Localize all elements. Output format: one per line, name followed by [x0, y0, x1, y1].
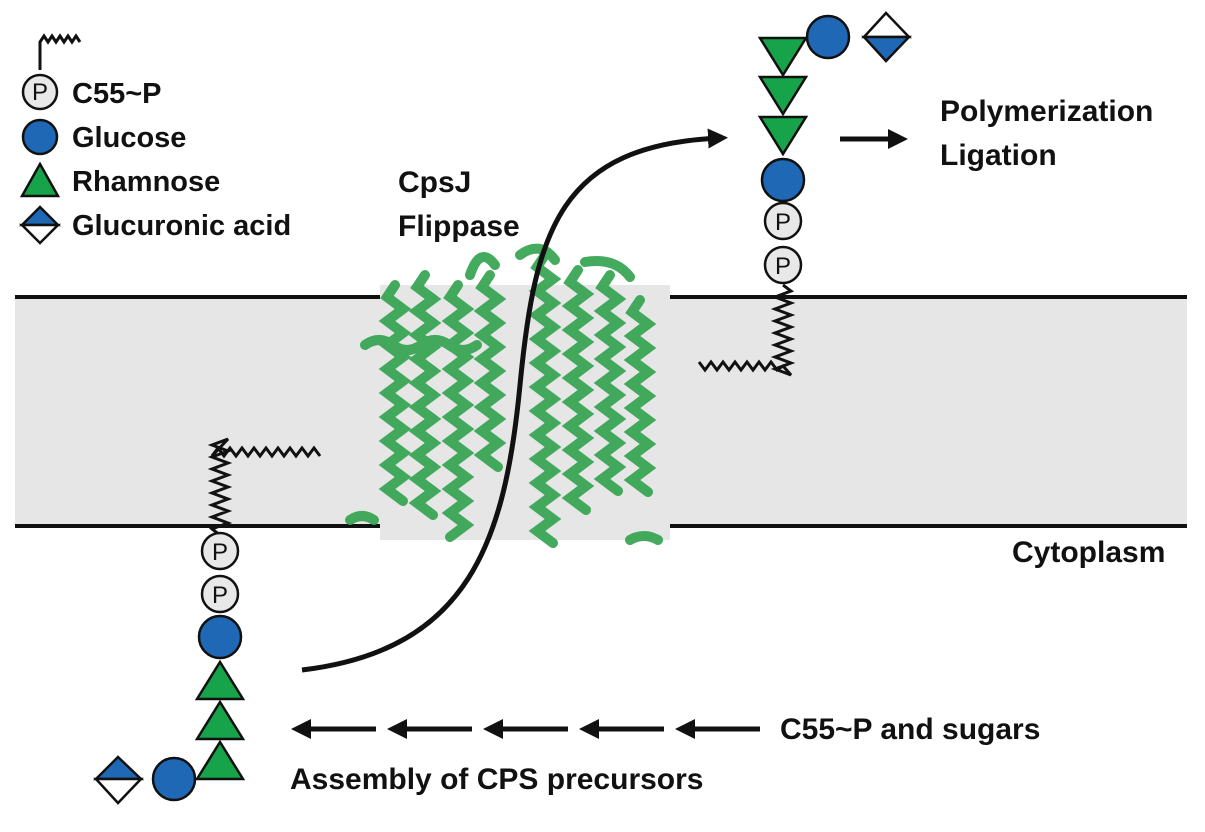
- outer-chain: P P: [697, 11, 912, 377]
- legend-symbols: P: [18, 33, 82, 245]
- legend-label-rhamnose: Rhamnose: [72, 166, 221, 198]
- outer-rhamnose-1: [757, 115, 809, 157]
- legend-label-glucuronic-acid: Glucuronic acid: [72, 210, 292, 242]
- inner-phosphate-1-letter: P: [212, 539, 228, 566]
- inner-lipid-tail: [207, 437, 322, 537]
- outer-phosphate-1: [763, 201, 803, 241]
- phosphate-icon: [21, 73, 59, 111]
- outer-phosphate-2: [763, 245, 803, 285]
- outer-glucose-branch: [805, 14, 851, 60]
- glucose-icon: [21, 118, 59, 156]
- flip-arrow: [301, 128, 728, 673]
- outer-glucuronic-acid: [861, 11, 912, 63]
- inner-phosphate-2-letter: P: [212, 582, 228, 609]
- polymerization-label: Polymerization: [940, 95, 1154, 128]
- source-label: C55~P and sugars: [780, 713, 1041, 746]
- ligation-label: Ligation: [940, 139, 1057, 172]
- phosphate-letter: P: [32, 79, 48, 106]
- inner-chain: P P: [92, 437, 322, 805]
- inner-glucose: [197, 614, 243, 660]
- inner-phosphate-2: [200, 574, 240, 614]
- outer-rhamnose-3: [757, 36, 809, 78]
- inner-phosphate-1: [200, 531, 240, 571]
- glucuronic-acid-icon: [18, 205, 62, 245]
- rhamnose-icon: [19, 161, 61, 198]
- outer-lipid-tail: [697, 283, 796, 377]
- outer-rhamnose-2: [757, 75, 809, 117]
- inner-rhamnose-2: [194, 699, 246, 741]
- legend-label-c55p: C55~P: [72, 78, 162, 110]
- outer-glucose: [760, 157, 806, 203]
- lipid-tail-icon: [38, 33, 82, 70]
- outer-phosphate-1-letter: P: [775, 209, 791, 236]
- outer-phosphate-2-letter: P: [775, 253, 791, 280]
- protein-name-label: CpsJ: [398, 166, 472, 199]
- inner-rhamnose-1: [194, 659, 246, 701]
- legend-label-glucose: Glucose: [72, 122, 187, 154]
- protein-role-label: Flippase: [398, 210, 520, 243]
- cpsj-protein-structure: [345, 243, 670, 548]
- inner-glucose-branch: [151, 756, 197, 802]
- cytoplasm-label: Cytoplasm: [1012, 536, 1166, 569]
- inner-glucuronic-acid: [92, 755, 145, 805]
- assembly-label: Assembly of CPS precursors: [290, 763, 704, 796]
- inner-rhamnose-3: [194, 739, 246, 781]
